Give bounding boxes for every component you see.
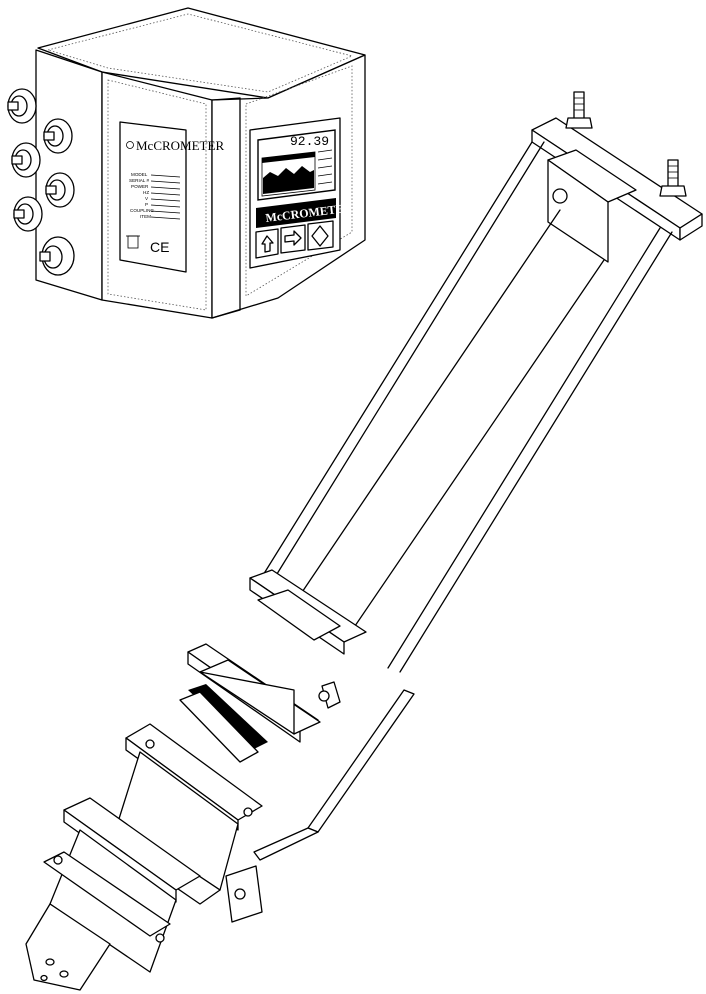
valve-handle[interactable] xyxy=(225,689,415,923)
nameplate: McCROMETER MODEL SERIAL # POWER HZ V P C… xyxy=(119,121,224,273)
nameplate-field-model: MODEL xyxy=(131,172,148,177)
trend-curve xyxy=(263,166,314,194)
brand-logo-icon xyxy=(126,141,134,149)
set-screw-icon xyxy=(552,188,568,204)
nameplate-field-serial: SERIAL # xyxy=(129,178,149,183)
threaded-rod xyxy=(659,159,687,197)
display-panel: 92.39 McCROMETER xyxy=(249,117,353,269)
arrow-right-icon xyxy=(284,230,302,246)
probe-tip xyxy=(25,903,111,991)
cable-gland xyxy=(7,88,37,124)
nameplate-field-power: POWER xyxy=(131,184,149,189)
cable-gland xyxy=(45,172,75,208)
nameplate-field-p: P xyxy=(145,202,148,207)
cable-gland xyxy=(43,118,73,154)
flow-converter-housing: McCROMETER MODEL SERIAL # POWER HZ V P C… xyxy=(7,7,366,319)
key-right[interactable] xyxy=(280,224,306,254)
nameplate-field-v: V xyxy=(145,196,149,201)
key-menu[interactable] xyxy=(307,220,334,251)
nameplate-field-coupling: COUPLING xyxy=(130,208,154,213)
threaded-rod xyxy=(565,91,593,129)
guide-rods xyxy=(259,141,673,673)
key-up[interactable] xyxy=(255,228,279,259)
trash-bin-icon xyxy=(126,235,140,249)
arrow-up-icon xyxy=(261,235,274,253)
nameplate-field-item: ITEM xyxy=(140,214,151,219)
cable-gland xyxy=(13,196,43,232)
cable-glands xyxy=(7,88,75,276)
arrow-up-down-icon xyxy=(311,225,329,247)
cable-gland xyxy=(11,142,41,178)
top-plate xyxy=(531,91,703,263)
nameplate-brand: McCROMETER xyxy=(136,138,224,153)
middle-clamp xyxy=(249,569,367,655)
nameplate-field-hz: HZ xyxy=(143,190,149,195)
valve-body xyxy=(43,723,263,973)
cable-gland xyxy=(39,236,75,276)
packing-gland xyxy=(179,643,341,763)
insertion-probe-assembly xyxy=(25,91,703,991)
ce-mark: CE xyxy=(150,239,169,255)
display-reading: 92.39 xyxy=(290,134,329,149)
keypad-brand-strip xyxy=(256,198,336,228)
